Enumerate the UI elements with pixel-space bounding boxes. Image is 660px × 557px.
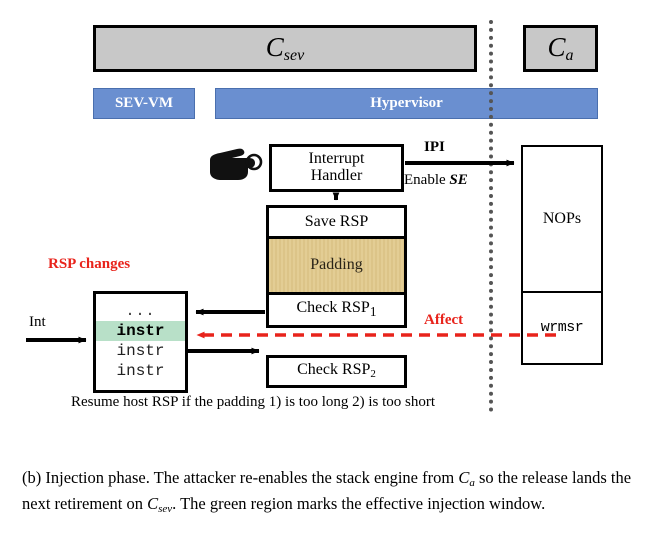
instruction-line-0: ... [125, 302, 156, 320]
instruction-line-3: instr [116, 362, 165, 381]
caption-prefix: (b) [22, 468, 42, 487]
caption-ca: Ca [458, 468, 475, 489]
interrupt-handler-line-2: Handler [310, 167, 363, 184]
instruction-line-1-highlighted: instr [96, 321, 185, 342]
layer-label-sev-vm: SEV-VM [114, 95, 174, 111]
context-box-ca: Ca [523, 25, 598, 72]
caption-sentence-2: so the release lands the next retirement… [22, 468, 632, 513]
caption-sentence-3: . The green region marks the effective i… [172, 493, 546, 513]
figure-injection-phase: Csev Ca SEV-VM Hypervisor Interrupt Hand… [26, 20, 603, 412]
wrmsr-label: wrmsr [540, 319, 584, 337]
box-check-rsp-2: Check RSP2 [266, 355, 407, 388]
layer-bar-sev-vm: SEV-VM [93, 88, 195, 119]
interrupt-handler-line-1: Interrupt [308, 150, 365, 168]
hypervisor-handler-stack: Save RSP Padding Check RSP1 [266, 205, 407, 328]
save-rsp-label: Save RSP [304, 212, 369, 230]
instruction-line-2: instr [116, 342, 165, 361]
pointing-hand-icon [208, 146, 266, 186]
box-wrmsr: wrmsr [523, 290, 601, 363]
context-divider-line [489, 20, 493, 412]
context-label-csev: Csev [265, 32, 305, 64]
layer-bar-hypervisor: Hypervisor [215, 88, 598, 119]
affect-label: Affect [424, 312, 464, 328]
box-interrupt-handler: Interrupt Handler [269, 144, 404, 192]
ipi-label: IPI [424, 139, 445, 155]
figure-caption: (b) Injection phase. The attacker re-ena… [22, 466, 638, 517]
padding-label: Padding [310, 256, 363, 274]
rsp-changes-label: RSP changes [48, 256, 131, 272]
enable-se-label: Enable SE [404, 172, 468, 188]
layer-label-hypervisor: Hypervisor [370, 95, 443, 111]
caption-sentence-1: Injection phase. The attacker re-enables… [45, 468, 455, 487]
context-label-ca: Ca [547, 32, 574, 64]
attacker-code-column: NOPs wrmsr [521, 145, 603, 365]
nops-label: NOPs [542, 209, 582, 227]
context-box-csev: Csev [93, 25, 477, 72]
resume-note: Resume host RSP if the padding 1) is too… [71, 394, 436, 410]
box-save-rsp: Save RSP [269, 208, 404, 236]
check-rsp-2-label: Check RSP2 [297, 361, 376, 381]
check-rsp-1-label: Check RSP1 [296, 299, 377, 320]
box-nops: NOPs [523, 147, 601, 291]
box-padding: Padding [269, 235, 404, 292]
caption-csev: Csev [147, 493, 173, 515]
int-label: Int [29, 314, 46, 330]
victim-instruction-box: ... instr instr instr [93, 291, 188, 393]
box-check-rsp-1: Check RSP1 [269, 291, 404, 325]
